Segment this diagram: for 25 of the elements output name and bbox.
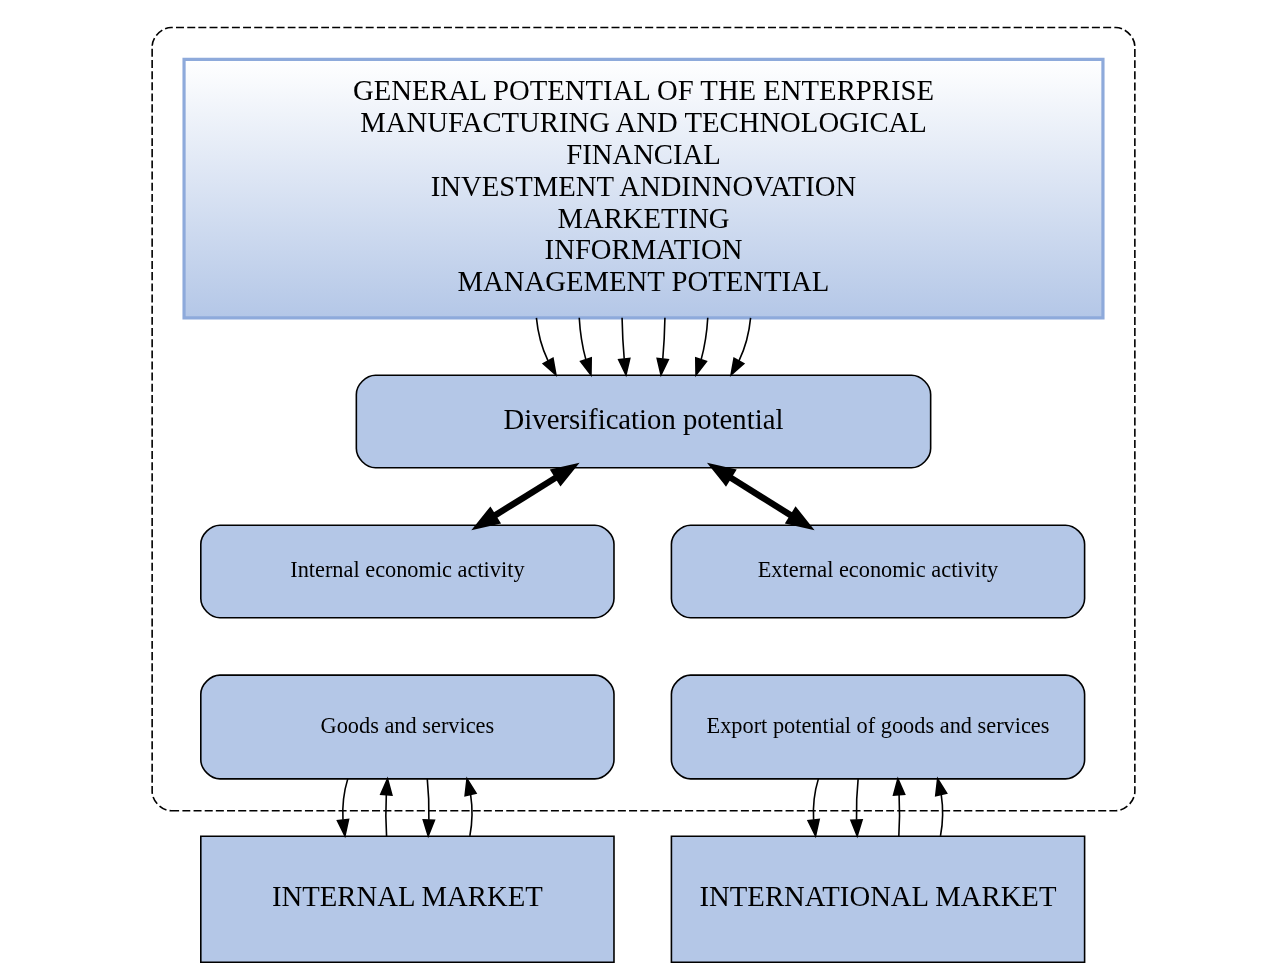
- node-box: Internal economic activity: [199, 524, 615, 619]
- arrow: [335, 778, 350, 839]
- node-box: GENERAL POTENTIAL OF THE ENTERPRISE MANUFACTURING AND TECHNOLOGICAL FINANCIAL INVESTMENT ANDINNOVATION MARKETING INFORMATION MANAGEMENT POTENTIAL: [181, 57, 1105, 320]
- arrow: [729, 317, 751, 377]
- arrow: [577, 317, 592, 378]
- arrow: [891, 776, 906, 837]
- arrow: [806, 778, 820, 839]
- arrow: [849, 778, 863, 839]
- node-box: External economic activity: [670, 524, 1085, 619]
- node-box: Export potential of goods and services: [670, 674, 1085, 780]
- arrow: [655, 317, 669, 378]
- node-box: Diversification potential: [355, 374, 931, 469]
- node-box: Goods and services: [199, 674, 615, 780]
- cluster: [150, 26, 1136, 812]
- arrow: [463, 776, 477, 837]
- arrow: [535, 317, 557, 377]
- arrow: [934, 776, 948, 837]
- arrow: [617, 317, 631, 378]
- node-box: INTERNAL MARKET: [199, 835, 615, 964]
- arrow: [694, 317, 709, 378]
- arrow: [379, 776, 393, 837]
- arrow: [470, 462, 580, 531]
- arrow: [421, 778, 436, 839]
- arrow: [706, 462, 815, 531]
- node-box: INTERNATIONAL MARKET: [670, 835, 1085, 964]
